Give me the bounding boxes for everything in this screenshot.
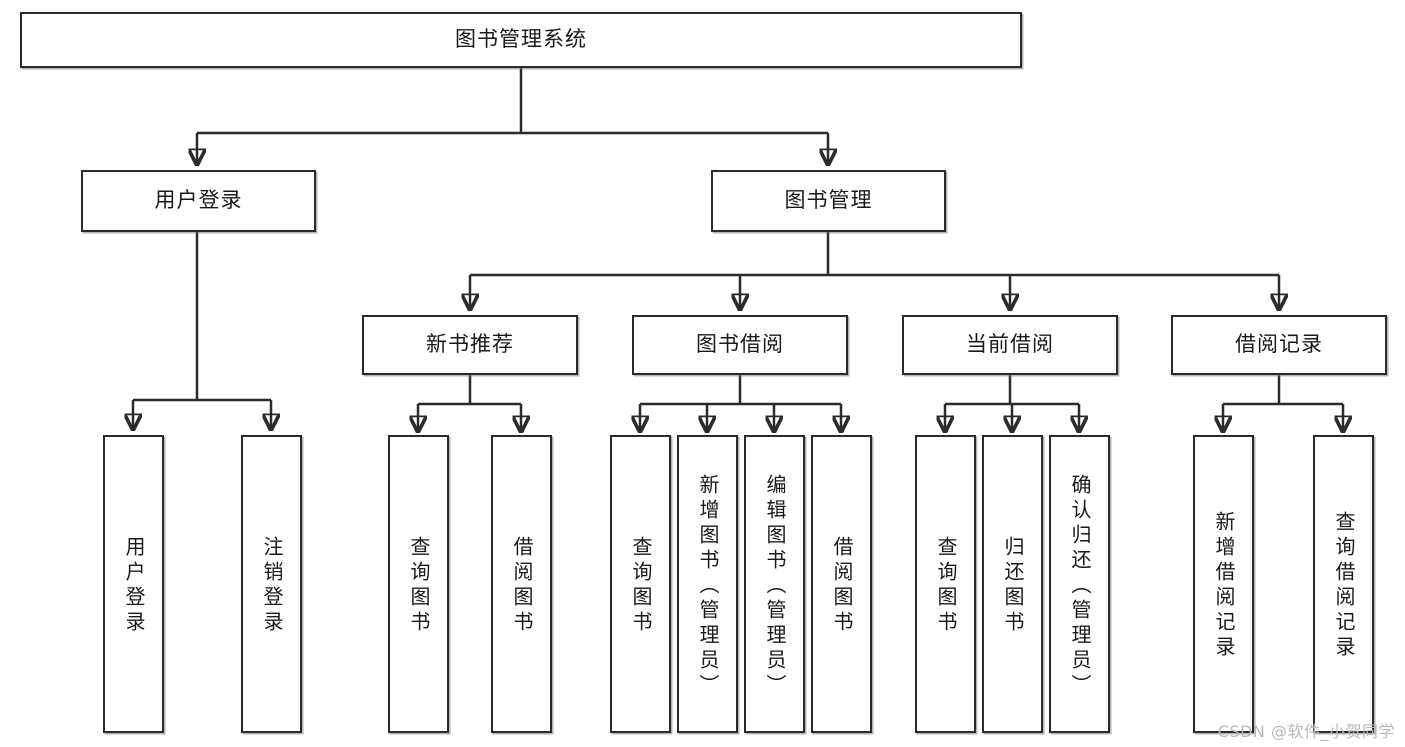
- leaf-query-borrow-record[interactable]: 查询借阅记录: [1313, 435, 1374, 733]
- node-new-book-recommend[interactable]: 新书推荐: [362, 315, 578, 375]
- node-label: 归还图书: [1001, 536, 1025, 636]
- node-user-login[interactable]: 用户登录: [81, 170, 316, 232]
- node-label: 新书推荐: [426, 332, 514, 357]
- node-book-management[interactable]: 图书管理: [711, 170, 946, 232]
- leaf-borrow-book[interactable]: 借阅图书: [811, 435, 872, 733]
- leaf-add-book-admin[interactable]: 新增图书（管理员）: [677, 435, 738, 733]
- node-label: 注销登录: [260, 536, 284, 636]
- leaf-query-book-new[interactable]: 查询图书: [388, 435, 449, 733]
- leaf-user-login[interactable]: 用户登录: [103, 435, 164, 733]
- node-current-borrow[interactable]: 当前借阅: [902, 315, 1118, 375]
- node-label: 查询图书: [629, 536, 653, 636]
- leaf-borrow-book-new[interactable]: 借阅图书: [491, 435, 552, 733]
- leaf-query-book-borrow[interactable]: 查询图书: [610, 435, 671, 733]
- node-label: 借阅记录: [1235, 332, 1323, 357]
- node-label: 确认归还（管理员）: [1068, 473, 1092, 699]
- node-label: 图书管理系统: [455, 27, 587, 52]
- node-borrow-record[interactable]: 借阅记录: [1171, 315, 1387, 375]
- node-book-borrow[interactable]: 图书借阅: [632, 315, 848, 375]
- node-label: 借阅图书: [510, 536, 534, 636]
- node-label: 当前借阅: [966, 332, 1054, 357]
- node-label: 查询借阅记录: [1332, 511, 1356, 661]
- node-root[interactable]: 图书管理系统: [20, 12, 1022, 68]
- node-label: 查询图书: [934, 536, 958, 636]
- node-label: 用户登录: [122, 536, 146, 636]
- node-label: 用户登录: [154, 188, 243, 213]
- node-label: 编辑图书（管理员）: [763, 473, 787, 699]
- leaf-return-book[interactable]: 归还图书: [982, 435, 1043, 733]
- leaf-confirm-return-admin[interactable]: 确认归还（管理员）: [1049, 435, 1110, 733]
- node-label: 图书借阅: [696, 332, 784, 357]
- leaf-query-book-current[interactable]: 查询图书: [915, 435, 976, 733]
- leaf-user-logout[interactable]: 注销登录: [241, 435, 302, 733]
- leaf-edit-book-admin[interactable]: 编辑图书（管理员）: [744, 435, 805, 733]
- node-label: 查询图书: [407, 536, 431, 636]
- leaf-add-borrow-record[interactable]: 新增借阅记录: [1193, 435, 1254, 733]
- node-label: 新增图书（管理员）: [696, 473, 720, 699]
- node-label: 借阅图书: [830, 536, 854, 636]
- node-label: 图书管理: [784, 188, 873, 213]
- node-label: 新增借阅记录: [1212, 511, 1236, 661]
